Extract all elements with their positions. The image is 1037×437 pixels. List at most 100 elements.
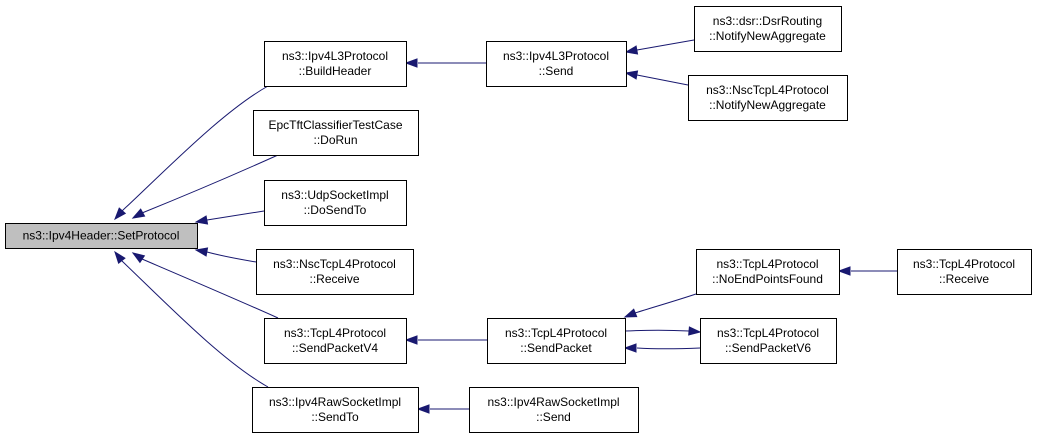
node-rawsend[interactable]: ns3::Ipv4RawSocketImpl::Send <box>469 387 639 433</box>
edge-rawsend-to-rawsendto <box>416 404 469 414</box>
arrowhead <box>194 247 209 257</box>
node-epc[interactable]: EpcTftClassifierTestCase::DoRun <box>253 110 419 156</box>
edge-line <box>636 74 689 86</box>
arrowhead <box>624 45 639 55</box>
edge-udpsend-to-root <box>194 210 265 225</box>
nodes-layer: ns3::Ipv4Header::SetProtocol ns3::Ipv4L3P… <box>5 6 1032 433</box>
node-label: ns3::Ipv4L3Protocol <box>503 49 609 63</box>
node-box <box>264 318 407 364</box>
node-box <box>700 318 837 364</box>
node-label: EpcTftClassifierTestCase <box>268 118 402 132</box>
node-label: ::Receive <box>939 272 989 286</box>
node-label: ns3::Ipv4RawSocketImpl <box>269 395 401 409</box>
node-label: ::SendTo <box>311 410 359 424</box>
arrowhead <box>131 252 146 264</box>
node-box <box>696 249 840 295</box>
node-label: ::Send <box>536 410 571 424</box>
edge-dsrnotify-to-l3send <box>624 39 695 55</box>
edge-nscnotify-to-l3send <box>624 70 689 86</box>
node-box <box>487 318 626 364</box>
edge-line <box>636 39 695 51</box>
arrowhead <box>194 215 209 225</box>
edge-line <box>624 329 690 332</box>
node-label: ns3::Ipv4Header::SetProtocol <box>23 229 180 243</box>
arrowhead <box>114 207 127 221</box>
arrowhead <box>624 70 639 80</box>
node-rawsendto[interactable]: ns3::Ipv4RawSocketImpl::SendTo <box>252 387 419 433</box>
node-nscreceive[interactable]: ns3::NscTcpL4Protocol::Receive <box>256 249 414 295</box>
node-box <box>469 387 639 433</box>
edge-tcpreceive-to-noend <box>837 266 897 276</box>
node-label: ns3::TcpL4Protocol <box>913 257 1015 271</box>
edge-epc-to-root <box>131 154 279 219</box>
node-label: ns3::NscTcpL4Protocol <box>706 83 829 97</box>
node-label: ::DoSendTo <box>304 203 367 217</box>
edge-line <box>636 347 701 350</box>
edge-noend-to-sendpacket <box>623 293 697 318</box>
node-box <box>5 223 198 249</box>
node-label: ns3::UdpSocketImpl <box>281 188 388 202</box>
edge-line <box>206 251 257 263</box>
node-nscnotify[interactable]: ns3::NscTcpL4Protocol::NotifyNewAggregat… <box>688 75 848 121</box>
edge-sendpacket-to-sendpv4 <box>404 335 487 345</box>
node-l3send[interactable]: ns3::Ipv4L3Protocol::Send <box>486 41 627 87</box>
edge-sendpacket-to-sendpv6 <box>624 326 702 336</box>
node-label: ::BuildHeader <box>299 64 372 78</box>
node-box <box>253 110 419 156</box>
node-box <box>694 6 842 52</box>
node-box <box>264 180 407 226</box>
node-label: ::NoEndPointsFound <box>712 272 823 286</box>
node-root[interactable]: ns3::Ipv4Header::SetProtocol <box>5 223 198 249</box>
node-label: ::NotifyNewAggregate <box>709 98 826 112</box>
node-udpsend[interactable]: ns3::UdpSocketImpl::DoSendTo <box>264 180 407 226</box>
edge-line <box>141 154 279 214</box>
node-label: ::SendPacketV4 <box>292 341 378 355</box>
edge-line <box>121 260 269 388</box>
node-box <box>688 75 848 121</box>
node-label: ns3::Ipv4L3Protocol <box>282 49 388 63</box>
arrowhead <box>623 308 638 318</box>
edge-buildheader-to-root <box>114 85 269 221</box>
edge-line <box>634 293 697 314</box>
edge-line <box>141 258 279 319</box>
node-label: ns3::TcpL4Protocol <box>716 257 818 271</box>
node-sendpv6[interactable]: ns3::TcpL4Protocol::SendPacketV6 <box>700 318 837 364</box>
arrowhead <box>114 250 126 264</box>
node-label: ::DoRun <box>313 133 357 147</box>
arrowhead <box>688 326 702 336</box>
edge-rawsendto-to-root <box>114 250 269 388</box>
node-sendpacket[interactable]: ns3::TcpL4Protocol::SendPacket <box>487 318 626 364</box>
node-label: ::NotifyNewAggregate <box>709 29 826 43</box>
node-label: ::SendPacket <box>520 341 592 355</box>
node-label: ns3::Ipv4RawSocketImpl <box>487 395 619 409</box>
node-box <box>486 41 627 87</box>
node-tcpreceive[interactable]: ns3::TcpL4Protocol::Receive <box>897 249 1032 295</box>
node-box <box>252 387 419 433</box>
node-label: ns3::dsr::DsrRouting <box>713 14 822 28</box>
node-buildheader[interactable]: ns3::Ipv4L3Protocol::BuildHeader <box>264 41 407 87</box>
node-box <box>256 249 414 295</box>
arrowhead <box>623 343 637 353</box>
arrowhead <box>404 58 418 68</box>
edge-nscreceive-to-root <box>194 247 257 263</box>
edges-layer <box>114 39 897 414</box>
node-box <box>264 41 407 87</box>
node-box <box>897 249 1032 295</box>
node-label: ns3::NscTcpL4Protocol <box>273 257 396 271</box>
node-sendpv4[interactable]: ns3::TcpL4Protocol::SendPacketV4 <box>264 318 407 364</box>
edge-sendpv6-to-sendpacket <box>623 343 701 353</box>
arrowhead <box>837 266 851 276</box>
node-label: ns3::TcpL4Protocol <box>717 326 819 340</box>
arrowhead <box>131 208 146 219</box>
node-noend[interactable]: ns3::TcpL4Protocol::NoEndPointsFound <box>696 249 840 295</box>
arrowhead <box>404 335 418 345</box>
edge-l3send-to-buildheader <box>404 58 486 68</box>
node-dsrnotify[interactable]: ns3::dsr::DsrRouting::NotifyNewAggregate <box>694 6 842 52</box>
node-label: ::Receive <box>309 272 359 286</box>
edge-line <box>121 85 269 212</box>
node-label: ::Send <box>539 64 574 78</box>
node-label: ns3::TcpL4Protocol <box>284 326 386 340</box>
edge-sendpv4-to-root <box>131 252 279 319</box>
edge-line <box>206 210 265 221</box>
